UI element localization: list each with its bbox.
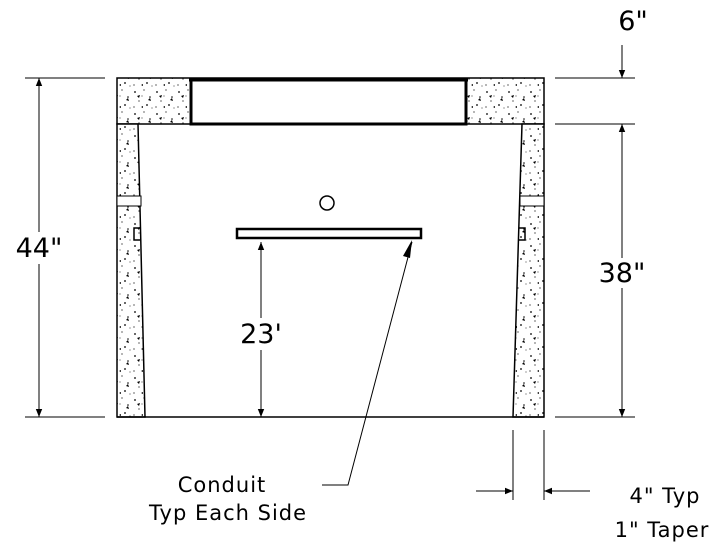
conduit-note-line2: Typ Each Side [148,501,307,525]
right-wall [512,123,545,418]
dim-conduit-height: 23' [232,242,290,417]
conduit-note-line1: Conduit [178,473,267,497]
right-wall-joint [519,195,545,207]
conduit-leader-line [322,241,413,486]
right-bracket-icon [519,227,526,241]
dim-label-top-slab: 6" [618,6,648,37]
dim-wall-thickness: 4" Typ 1" Taper [476,430,710,542]
lid-opening [189,78,468,126]
conduit-leader: Conduit Typ Each Side [148,240,413,525]
dim-total-height: 44" [8,77,105,418]
left-bracket-icon [133,227,140,241]
dim-label-total-height: 44" [16,233,63,264]
top-slab [116,77,545,126]
wall-note-line2: 1" Taper [615,518,710,542]
dim-label-bg-total [8,232,70,264]
conduit-hole-icon [319,195,335,211]
dim-top-slab: 6" [555,6,648,417]
left-wall-concrete [116,123,146,418]
dim-label-bg-wall [596,258,648,288]
left-wall-joint [116,195,142,207]
left-wall [116,123,146,418]
wall-note-line1: 4" Typ [629,484,700,508]
dim-label-bg-conduit [232,318,290,350]
dim-label-conduit-height: 23' [240,319,282,350]
right-wall-concrete [512,123,545,418]
conduit-bar [235,227,423,240]
conduit-leader-arrowhead [403,240,412,258]
dim-label-wall-height: 38" [599,258,646,289]
